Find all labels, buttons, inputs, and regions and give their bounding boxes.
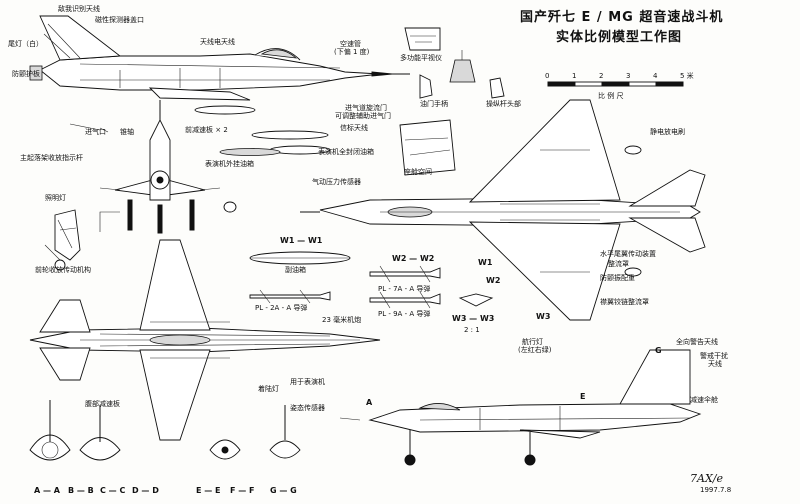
label-drop-tank: 副油箱 xyxy=(285,266,306,274)
label-pitot: 空速管 xyxy=(340,40,361,48)
section-ff: F — F xyxy=(230,486,255,495)
label-pl9: PL - 9A - A 导弹 xyxy=(378,310,431,318)
label-throttle: 油门手柄 xyxy=(420,100,448,108)
label-ventral-light: 着陆灯 xyxy=(258,385,279,393)
label-nose-gear-mech: 前轮收放传动机构 xyxy=(35,266,91,274)
scale-bar xyxy=(547,81,684,87)
label-inlet: 进气口 xyxy=(85,128,106,136)
scale-tick-2: 2 xyxy=(599,72,604,80)
label-iff-antenna: 敌我识别天线 xyxy=(58,5,100,13)
label-airflow-sensor: 气动压力传感器 xyxy=(312,178,361,186)
label-stick: 操纵杆头部 xyxy=(486,100,521,108)
label-external-tank: 表演机外挂油箱 xyxy=(205,160,254,168)
label-pitot-sub: (下偏 1 度) xyxy=(334,48,370,56)
label-speed-brake: 前减速板 × 2 xyxy=(185,126,228,134)
cockpit-details xyxy=(399,27,505,176)
section-cc: C — C xyxy=(100,486,126,495)
label-radar-cover: 磁性探测器盖口 xyxy=(95,16,144,24)
front-view xyxy=(99,100,237,234)
lower-profile xyxy=(339,349,702,466)
section-w2: W2 — W2 xyxy=(392,254,435,263)
plan-view xyxy=(300,99,706,321)
mark-e: E xyxy=(580,392,586,401)
store-sections xyxy=(249,251,494,309)
label-tailplane-unit: 水平尾翼传动装置 xyxy=(600,250,656,258)
label-nav-light-sub: (左红右绿) xyxy=(518,346,552,354)
label-nav-light: 航行灯 xyxy=(522,338,543,346)
label-jam-antenna: 警戒干扰 xyxy=(700,352,728,360)
label-w3-scale: 2 : 1 xyxy=(464,326,480,334)
section-ee: E — E xyxy=(196,486,221,495)
label-attitude-sensor: 姿态传感器 xyxy=(290,404,325,412)
label-tail-light: 尾灯（白） xyxy=(8,40,43,48)
cross-sections xyxy=(29,400,301,461)
label-flap-fairing: 襟翼铰链整流罩 xyxy=(600,298,649,306)
section-mark-w2: W2 xyxy=(486,276,501,285)
scale-tick-3: 3 xyxy=(626,72,631,80)
scale-label: 比 例 尺 xyxy=(598,92,624,100)
drawing-title: 国产歼七 E / MG 超音速战斗机 xyxy=(520,10,724,25)
label-chute: 减速伞舱 xyxy=(690,396,718,404)
label-stab-fairing: 整流罩 xyxy=(608,260,629,268)
label-warn-antenna: 全向警告天线 xyxy=(676,338,718,346)
label-pl2: PL - 2A - A 导弹 xyxy=(255,304,308,312)
nose-gear-detail xyxy=(44,209,81,271)
label-smoke-tank: 表演机全封闭油箱 xyxy=(318,148,374,156)
mark-g: G xyxy=(655,346,662,355)
label-hud: 多功能平视仪 xyxy=(400,54,442,62)
label-adj-inlet: 可调整辅助进气门 xyxy=(335,112,391,120)
section-dd: D — D xyxy=(132,486,159,495)
label-cabin: 座舱空间 xyxy=(404,168,432,176)
scale-tick-0: 0 xyxy=(545,72,550,80)
mark-a: A xyxy=(366,398,373,407)
label-pl7: PL - 7A - A 导弹 xyxy=(378,285,431,293)
section-mark-w1: W1 xyxy=(478,258,493,267)
designer-signature: 7AX/e xyxy=(690,472,723,485)
label-jam-antenna-2: 天线 xyxy=(708,360,722,368)
label-belly-brake: 腹部减速板 xyxy=(85,400,120,408)
label-demo-use: 用于表演机 xyxy=(290,378,325,386)
section-w3: W3 — W3 xyxy=(452,314,495,323)
bottom-view xyxy=(29,239,381,441)
label-signal-antenna: 信标天线 xyxy=(340,124,368,132)
drawing-subtitle: 实体比例模型工作图 xyxy=(556,30,683,45)
signature-date: 1997.7.8 xyxy=(700,486,732,494)
scale-tick-5: 5 米 xyxy=(680,72,694,80)
label-static-wick: 静电放电刷 xyxy=(650,128,685,136)
section-bb: B — B xyxy=(68,486,94,495)
section-w1: W1 — W1 xyxy=(280,236,323,245)
section-aa: A — A xyxy=(34,486,60,495)
scale-tick-4: 4 xyxy=(653,72,658,80)
label-radio-antenna: 天线电天线 xyxy=(200,38,235,46)
section-gg: G — G xyxy=(270,486,297,495)
label-gear-indicator: 主起落架收放指示杆 xyxy=(20,154,83,162)
scale-tick-1: 1 xyxy=(572,72,577,80)
label-cone: 锥轴 xyxy=(120,128,134,136)
label-anti-flutter: 防颤护板 xyxy=(12,70,40,78)
label-aux-inlet: 进气道旋流门 xyxy=(345,104,387,112)
label-antiflutter-weight: 防颤振配重 xyxy=(600,274,635,282)
label-landing-light: 照明灯 xyxy=(45,194,66,202)
side-view xyxy=(29,15,410,156)
section-mark-w3: W3 xyxy=(536,312,551,321)
label-gun: 23 毫米机炮 xyxy=(322,316,362,324)
